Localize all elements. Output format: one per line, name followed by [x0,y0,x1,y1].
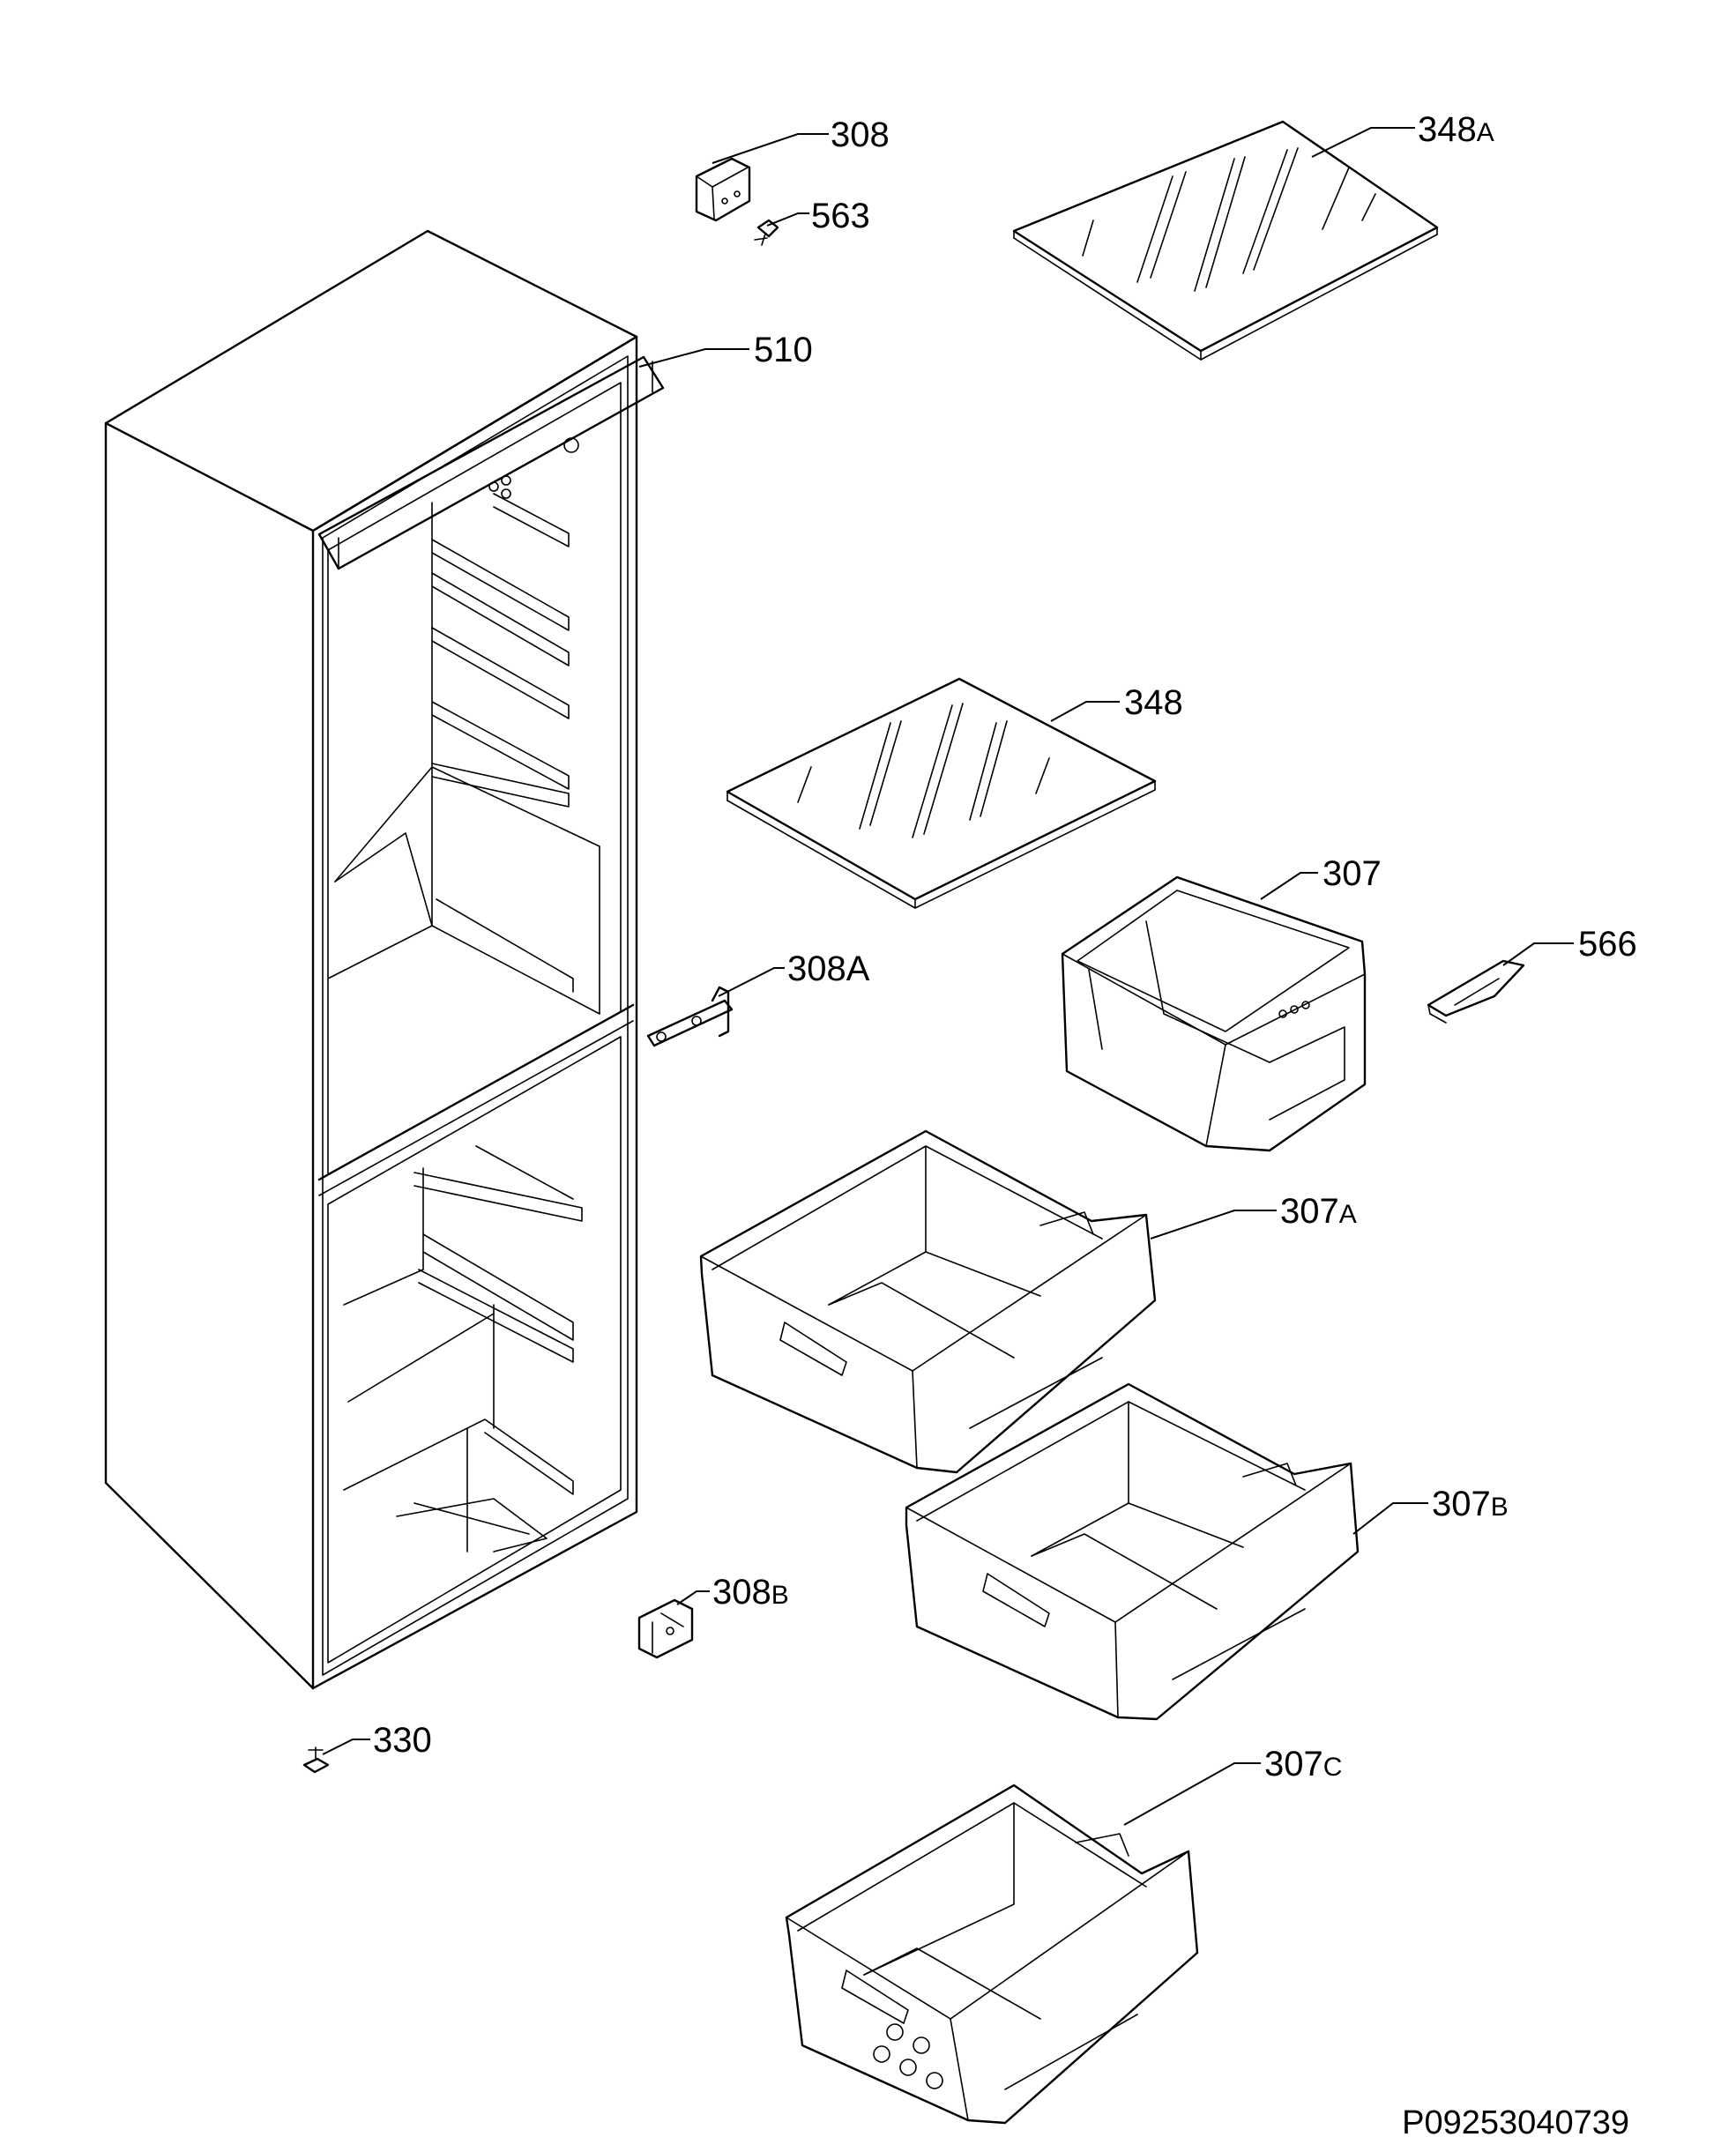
fridge-cabinet [104,229,665,1690]
box-307 [1061,875,1367,1152]
label-307c: 307C [1264,1745,1342,1783]
drawer-307c [785,1783,1199,2125]
label-307: 307 [1322,854,1382,893]
label-348a: 348A [1418,110,1494,149]
label-307a: 307A [1280,1192,1357,1231]
part-labels: 308 563 348A 510 348 307 566 308A 307A 3… [373,110,1637,1783]
label-348: 348 [1124,683,1183,722]
label-307b: 307B [1432,1485,1509,1523]
glass-shelf-348a [1012,120,1439,361]
clip-566 [1427,959,1525,1024]
label-330: 330 [373,1721,432,1760]
label-566: 566 [1578,925,1637,964]
label-308b: 308B [712,1573,789,1612]
drawer-307b [905,1382,1360,1721]
label-563: 563 [811,197,870,235]
screw-563 [754,219,779,246]
hinge-308b [637,1598,694,1659]
hinge-308 [695,157,751,222]
label-308: 308 [831,115,890,154]
label-308a: 308A [787,949,870,988]
drawing-reference-number: P09253040739 [1402,2104,1629,2141]
foot-330 [302,1746,330,1774]
glass-shelf-348 [726,677,1157,909]
drawer-307a [699,1129,1157,1474]
leader-lines [322,127,1574,1826]
label-510: 510 [754,331,813,369]
